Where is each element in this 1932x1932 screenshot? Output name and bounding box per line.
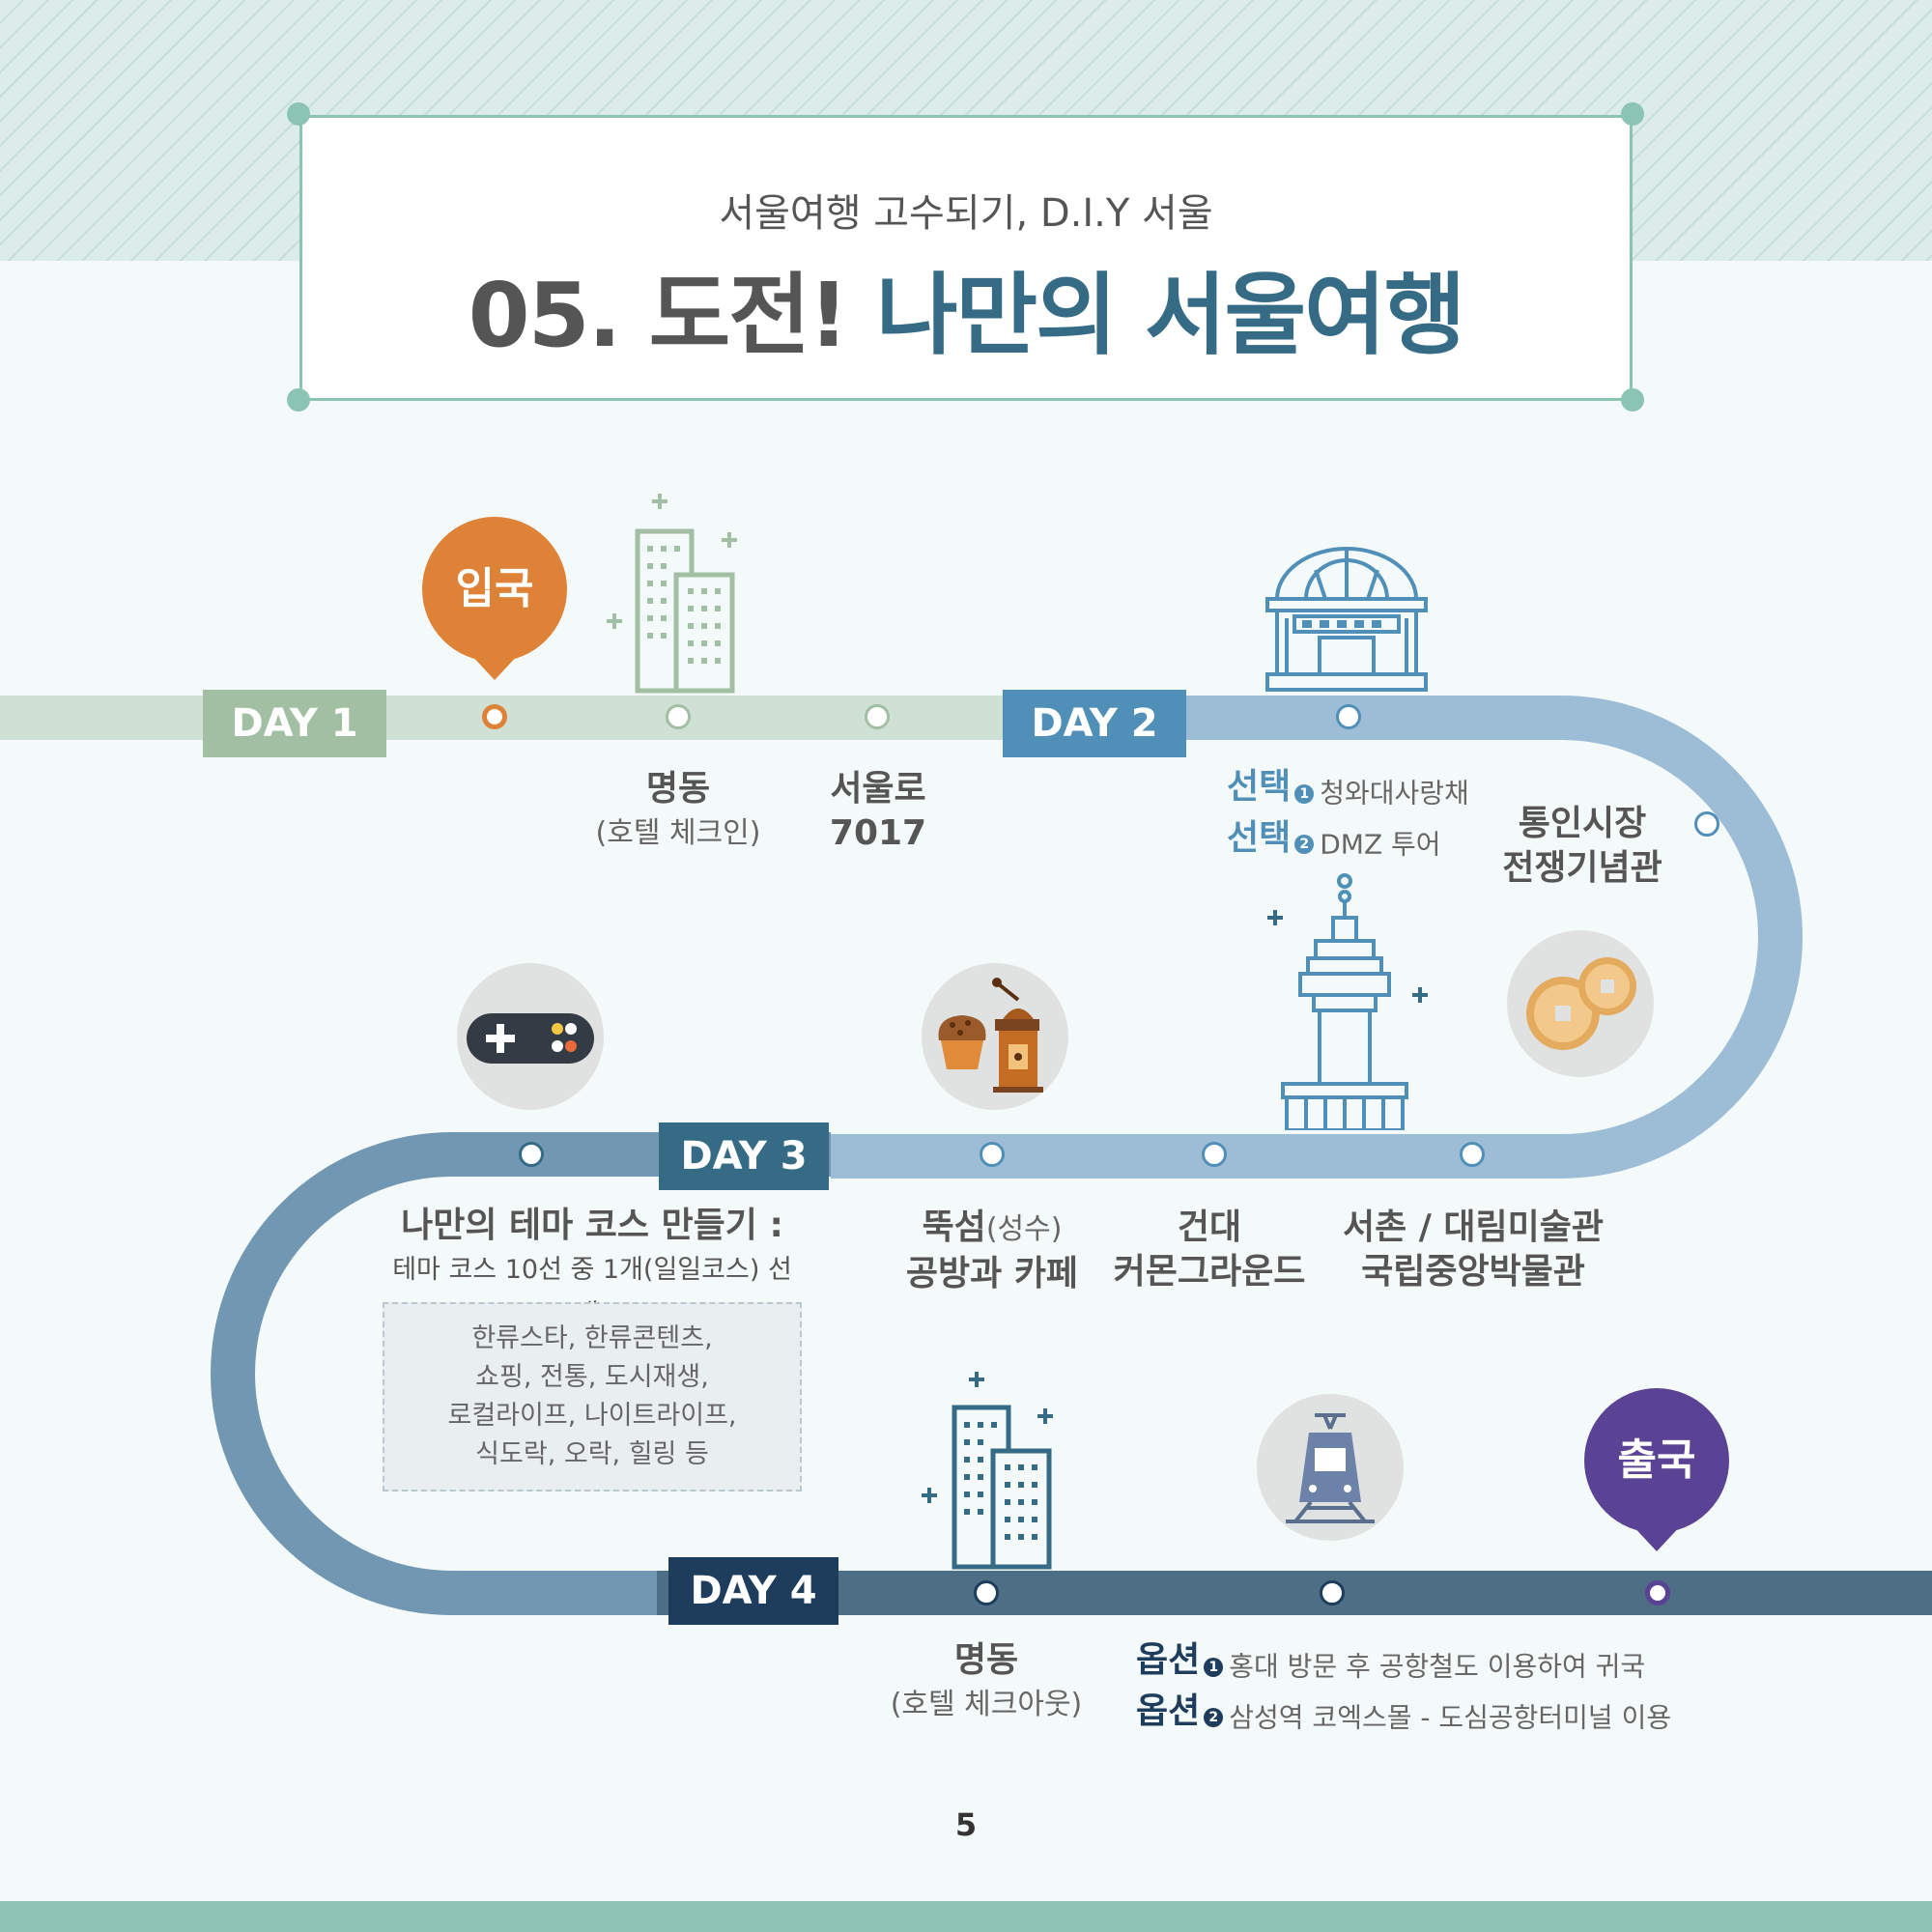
corner-dot xyxy=(287,102,310,126)
choice-1-text: 청와대사랑채 xyxy=(1320,777,1469,810)
entry-pin-tail xyxy=(468,651,522,680)
title-prefix: 05. 도전! xyxy=(468,264,849,367)
page-number: 5 xyxy=(954,1806,978,1843)
label-kondae: 건대 커몬그라운드 xyxy=(1105,1206,1314,1294)
day1-route xyxy=(0,696,1034,740)
label-myeongdong: 명동 (호텔 체크인) xyxy=(570,767,786,856)
theme-list-item: 로컬라이프, 나이트라이프, xyxy=(447,1401,737,1431)
theme-list-item: 한류스타, 한류콘텐츠, xyxy=(471,1323,713,1353)
ttukseom-line2: 공방과 카페 xyxy=(905,1254,1079,1293)
train-icon xyxy=(1286,1413,1375,1523)
theme-title: 나만의 테마 코스 만들기 : xyxy=(401,1206,783,1245)
day3-tag: DAY 3 xyxy=(659,1122,829,1190)
namsan-tower-icon xyxy=(1267,873,1428,1130)
option-1-text: 홍대 방문 후 공항철도 이용하여 귀국 xyxy=(1229,1650,1646,1683)
tongin-line2: 전쟁기념관 xyxy=(1502,848,1662,888)
kondae-line1: 건대 xyxy=(1177,1208,1242,1247)
corner-dot xyxy=(1621,388,1644,412)
stop-choice xyxy=(1336,704,1361,729)
footer-band xyxy=(0,1901,1932,1932)
choice-label: 선택 xyxy=(1227,817,1292,858)
day4-tag: DAY 4 xyxy=(668,1557,838,1625)
ttukseom-name: 뚝섬 xyxy=(922,1208,986,1247)
label-myeongdong-out: 명동 (호텔 체크아웃) xyxy=(875,1638,1097,1727)
choice-2-number: 2 xyxy=(1294,835,1315,854)
myeongdong-out-name: 명동 xyxy=(953,1640,1019,1680)
building-icon xyxy=(607,494,737,694)
day3-route xyxy=(211,1132,831,1615)
myeongdong-name: 명동 xyxy=(645,769,711,809)
tongin-line1: 통인시장 xyxy=(1518,804,1647,843)
label-seoullo: 서울로 7017 xyxy=(792,767,964,856)
stop-seoullo xyxy=(865,704,890,729)
stop-theme xyxy=(519,1142,544,1167)
muffin-coffee-grinder-icon xyxy=(938,978,1043,1093)
game-controller-icon xyxy=(467,1013,594,1064)
myeongdong-note: (호텔 체크인) xyxy=(595,816,761,850)
corner-dot xyxy=(287,388,310,412)
day4-route xyxy=(657,1571,1932,1615)
stop-myeongdong xyxy=(666,704,691,729)
day2-tag: DAY 2 xyxy=(1003,690,1186,757)
day2-route xyxy=(831,696,1803,1179)
stop-tongin xyxy=(1694,811,1719,837)
corner-dot xyxy=(1621,102,1644,126)
stop-entry xyxy=(482,704,507,729)
title-box: 서울여행 고수되기, D.I.Y 서울 05. 도전! 나만의 서울여행 xyxy=(299,115,1633,401)
choice-1-number: 1 xyxy=(1294,783,1315,804)
seochon-line2: 국립중앙박물관 xyxy=(1361,1252,1585,1292)
stop-exit xyxy=(1645,1580,1670,1605)
label-tongin: 통인시장 전쟁기념관 xyxy=(1478,802,1687,891)
day1-tag: DAY 1 xyxy=(203,690,386,757)
stop-ttukseom xyxy=(980,1142,1005,1167)
seoullo-line2: 7017 xyxy=(829,813,927,853)
ttukseom-note: (성수) xyxy=(985,1212,1063,1246)
exit-pin: 출국 xyxy=(1584,1388,1729,1533)
option-label: 옵션 xyxy=(1136,1640,1201,1680)
kondae-line2: 커몬그라운드 xyxy=(1113,1252,1306,1292)
option-1-number: 1 xyxy=(1204,1657,1224,1677)
title-main: 나만의 서울여행 xyxy=(875,264,1466,367)
ttukseom-line1: 뚝섬(성수) xyxy=(889,1206,1095,1252)
theme-list-item: 식도락, 오락, 힐링 등 xyxy=(475,1439,709,1469)
theme-list-box: 한류스타, 한류콘텐츠, 쇼핑, 전통, 도시재생, 로컬라이프, 나이트라이프… xyxy=(383,1302,802,1492)
option-2-text: 삼성역 코엑스몰 - 도심공항터미널 이용 xyxy=(1229,1701,1672,1733)
page-title: 05. 도전! 나만의 서울여행 xyxy=(302,243,1630,372)
option-label: 옵션 xyxy=(1136,1690,1201,1731)
coins-icon xyxy=(1526,957,1636,1050)
stop-option xyxy=(1320,1580,1345,1605)
page-subtitle: 서울여행 고수되기, D.I.Y 서울 xyxy=(719,191,1213,236)
stop-seochon xyxy=(1460,1142,1485,1167)
seoullo-line1: 서울로 xyxy=(830,769,926,809)
exit-pin-tail xyxy=(1630,1522,1684,1551)
myeongdong-out-note: (호텔 체크아웃) xyxy=(890,1688,1083,1721)
stop-myeongdong-out xyxy=(974,1580,999,1605)
label-ttukseom: 뚝섬(성수) 공방과 카페 xyxy=(889,1206,1095,1296)
museum-icon xyxy=(1265,547,1428,692)
choice-2-text: DMZ 투어 xyxy=(1320,828,1441,860)
building-icon xyxy=(922,1372,1053,1570)
entry-pin: 입국 xyxy=(422,517,567,662)
label-seochon: 서촌 / 대림미술관 국립중앙박물관 xyxy=(1323,1206,1623,1294)
stop-kondae xyxy=(1202,1142,1227,1167)
theme-list-item: 쇼핑, 전통, 도시재생, xyxy=(475,1362,709,1392)
option-2-number: 2 xyxy=(1204,1708,1224,1727)
choice-label: 선택 xyxy=(1227,767,1292,807)
seochon-line1: 서촌 / 대림미술관 xyxy=(1342,1208,1605,1247)
